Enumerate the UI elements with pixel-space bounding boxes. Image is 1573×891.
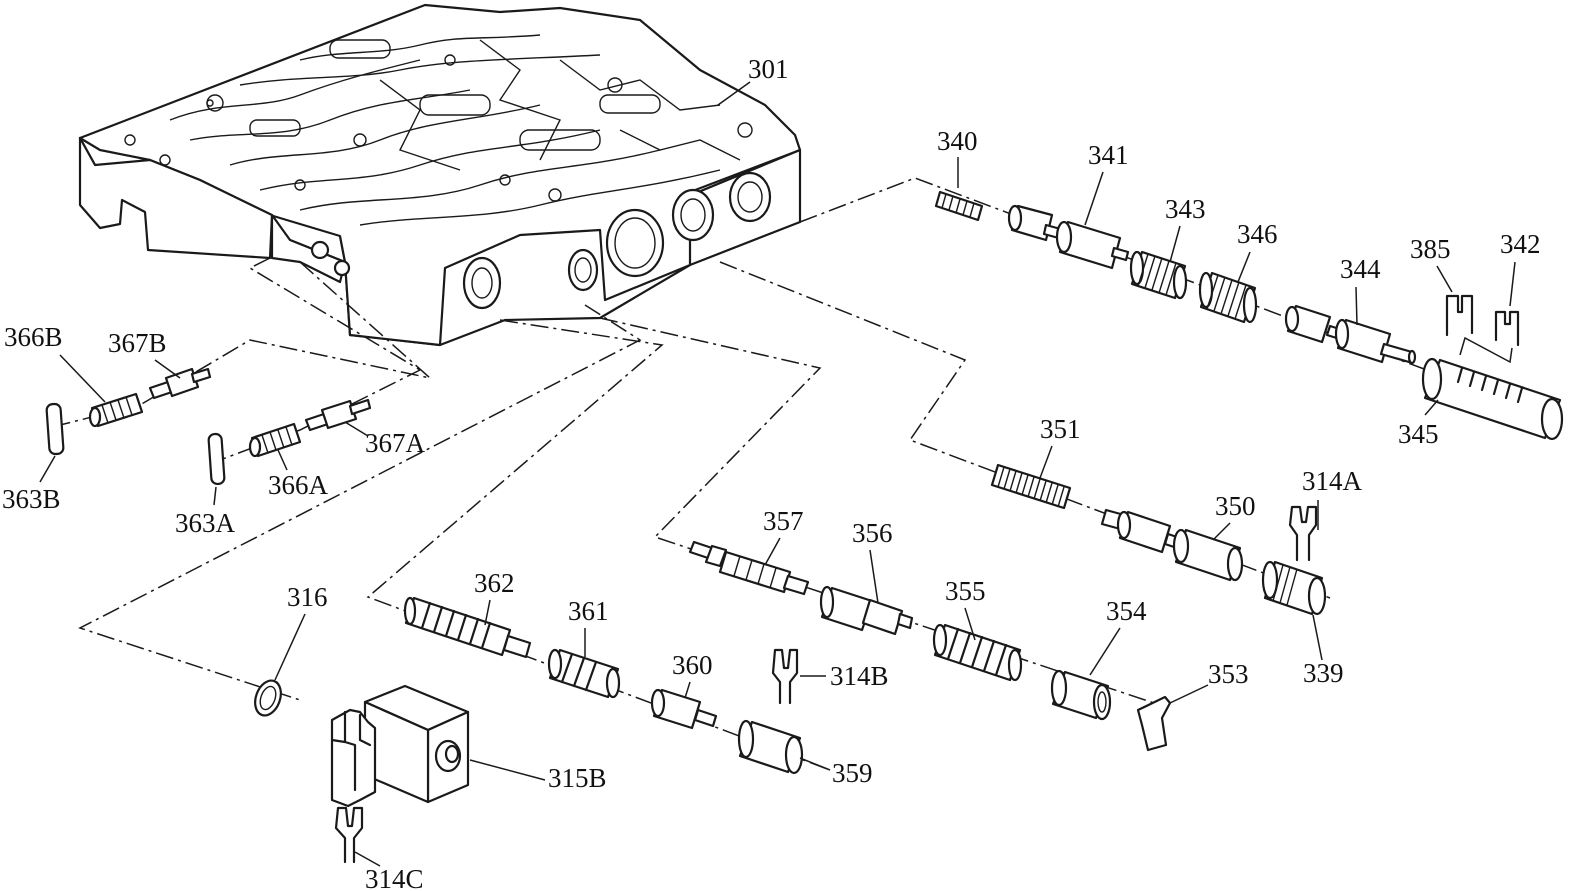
label-362: 362 (474, 568, 515, 598)
label-301: 301 (748, 54, 789, 84)
label-357: 357 (763, 506, 804, 536)
label-385: 385 (1410, 234, 1451, 264)
label-339: 339 (1303, 658, 1344, 688)
label-350: 350 (1215, 491, 1256, 521)
label-314B: 314B (830, 661, 889, 691)
spring-361 (547, 648, 621, 699)
retainer-353 (1136, 695, 1172, 752)
spring-340 (934, 190, 984, 222)
label-314A: 314A (1302, 466, 1363, 496)
label-340: 340 (937, 126, 978, 156)
valve-362 (403, 596, 532, 659)
label-366A: 366A (268, 470, 329, 500)
label-342: 342 (1500, 229, 1541, 259)
label-341: 341 (1088, 140, 1129, 170)
label-361: 361 (568, 596, 609, 626)
valve-367B (148, 367, 212, 400)
valve-body-301 (78, 3, 802, 347)
label-366B: 366B (4, 322, 63, 352)
label-345: 345 (1398, 419, 1439, 449)
valve-bore-openings (310, 171, 772, 310)
label-314C: 314C (365, 864, 424, 891)
label-346: 346 (1237, 219, 1278, 249)
spring-355 (932, 623, 1023, 682)
label-343: 343 (1165, 194, 1206, 224)
clip-342 (1494, 310, 1520, 347)
label-367A: 367A (365, 428, 426, 458)
o-ring-316 (254, 679, 282, 717)
valve-356 (819, 585, 914, 636)
spring-366B (88, 392, 144, 428)
label-363A: 363A (175, 508, 236, 538)
valve-367A (304, 398, 372, 432)
label-353: 353 (1208, 659, 1249, 689)
label-344: 344 (1340, 254, 1381, 284)
solenoid-315B (330, 684, 470, 808)
valve-body-passages (124, 34, 753, 226)
label-356: 356 (852, 518, 893, 548)
sleeve-345 (1421, 357, 1564, 441)
plug-359 (737, 719, 804, 775)
spring-343 (1129, 250, 1188, 300)
pin-363A (207, 432, 226, 486)
spring-346 (1198, 271, 1258, 324)
clip-314B (771, 648, 799, 705)
clip-314C (334, 806, 364, 864)
clip-314A (1288, 505, 1318, 562)
label-359: 359 (832, 758, 873, 788)
valve-341 (1007, 204, 1130, 270)
label-360: 360 (672, 650, 713, 680)
plug-354 (1050, 669, 1112, 721)
plug-339 (1261, 560, 1327, 616)
label-316: 316 (287, 582, 328, 612)
pin-363B (45, 402, 65, 456)
label-367B: 367B (108, 328, 167, 358)
label-354: 354 (1106, 596, 1147, 626)
label-355: 355 (945, 576, 986, 606)
clip-385 (1445, 294, 1474, 337)
valve-360 (650, 688, 718, 730)
valve-350 (1100, 508, 1244, 582)
valve-344 (1284, 304, 1417, 365)
valve-357 (688, 540, 810, 596)
label-363B: 363B (2, 484, 61, 514)
label-351: 351 (1040, 414, 1081, 444)
label-315B: 315B (548, 763, 607, 793)
spring-351 (990, 463, 1072, 510)
spring-366A (248, 422, 302, 458)
